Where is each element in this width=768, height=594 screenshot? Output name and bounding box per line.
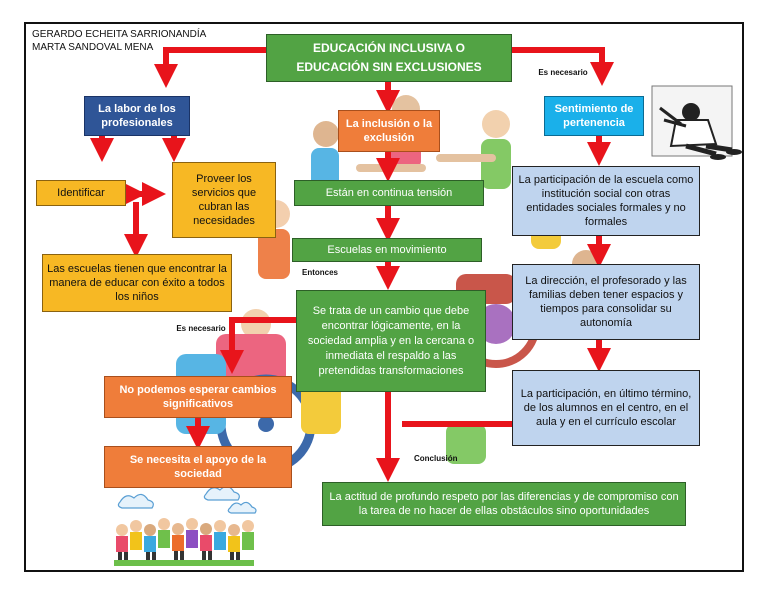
tension-text: Están en continua tensión <box>325 187 453 199</box>
inclusion-exclusion-text: La inclusión o la exclusión <box>345 118 433 144</box>
movimiento-text: Escuelas en movimiento <box>327 244 447 256</box>
no-esperar-text: No podemos esperar cambios significativo… <box>119 384 277 410</box>
proveer-box: Proveer los servicios que cubran las nec… <box>172 162 276 238</box>
pertenencia-box: Sentimiento de pertenencia <box>544 96 644 136</box>
es-necesario-top-label: Es necesario <box>538 68 588 77</box>
proveer-text: Proveer los servicios que cubran las nec… <box>191 173 257 227</box>
main-title-line2: EDUCACIÓN SIN EXCLUSIONES <box>296 60 482 74</box>
participacion-escuela-box: La participación de la escuela como inst… <box>512 166 700 236</box>
cambio-text: Se trata de un cambio que debe encontrar… <box>307 304 475 377</box>
boy-pushing-wall-illustration <box>651 85 742 160</box>
apoyo-box: Se necesita el apoyo de la sociedad <box>104 446 292 488</box>
identificar-text: Identificar <box>57 187 105 199</box>
no-esperar-box: No podemos esperar cambios significativo… <box>104 376 292 418</box>
connector-arrows <box>90 47 614 482</box>
movimiento-box: Escuelas en movimiento <box>292 238 482 262</box>
direccion-box: La dirección, el profesorado y las famil… <box>512 264 700 340</box>
entonces-label: Entonces <box>302 268 339 277</box>
main-title: EDUCACIÓN INCLUSIVA O EDUCACIÓN SIN EXCL… <box>266 34 512 82</box>
authors: GERARDO ECHEITA SARRIONANDÍA MARTA SANDO… <box>32 28 206 54</box>
identificar-box: Identificar <box>36 180 126 206</box>
arrow-cambio-to-no-esperar <box>220 317 296 374</box>
arrow-title-to-pertenencia <box>512 47 614 86</box>
participacion-alumnos-text: La participación, en último término, de … <box>520 388 692 428</box>
actitud-text: La actitud de profundo respeto por las d… <box>329 491 679 517</box>
author-2: MARTA SANDOVAL MENA <box>32 42 154 53</box>
author-1: GERARDO ECHEITA SARRIONANDÍA <box>32 29 207 40</box>
pertenencia-text: Sentimiento de pertenencia <box>554 103 634 129</box>
arrow-title-to-labor <box>154 47 266 88</box>
es-necesario-left-label: Es necesario <box>176 324 226 333</box>
cambio-box: Se trata de un cambio que debe encontrar… <box>296 290 486 392</box>
concept-map-canvas: GERARDO ECHEITA SARRIONANDÍA MARTA SANDO… <box>24 22 744 572</box>
escuelas-manera-box: Las escuelas tienen que encontrar la man… <box>42 254 232 312</box>
tension-box: Están en continua tensión <box>294 180 484 206</box>
labor-profesionales-box: La labor de los profesionales <box>84 96 190 136</box>
apoyo-text: Se necesita el apoyo de la sociedad <box>129 454 267 480</box>
conclusion-label: Conclusión <box>414 454 458 463</box>
actitud-box: La actitud de profundo respeto por las d… <box>322 482 686 526</box>
direccion-text: La dirección, el profesorado y las famil… <box>525 275 687 329</box>
inclusion-exclusion-box: La inclusión o la exclusión <box>338 110 440 152</box>
main-title-line1: EDUCACIÓN INCLUSIVA O <box>312 41 465 55</box>
escuelas-manera-text: Las escuelas tienen que encontrar la man… <box>47 263 227 303</box>
participacion-escuela-text: La participación de la escuela como inst… <box>518 174 694 228</box>
labor-profesionales-text: La labor de los profesionales <box>98 103 176 129</box>
participacion-alumnos-box: La participación, en último término, de … <box>512 370 700 446</box>
children-cartoon-illustration <box>114 485 257 566</box>
